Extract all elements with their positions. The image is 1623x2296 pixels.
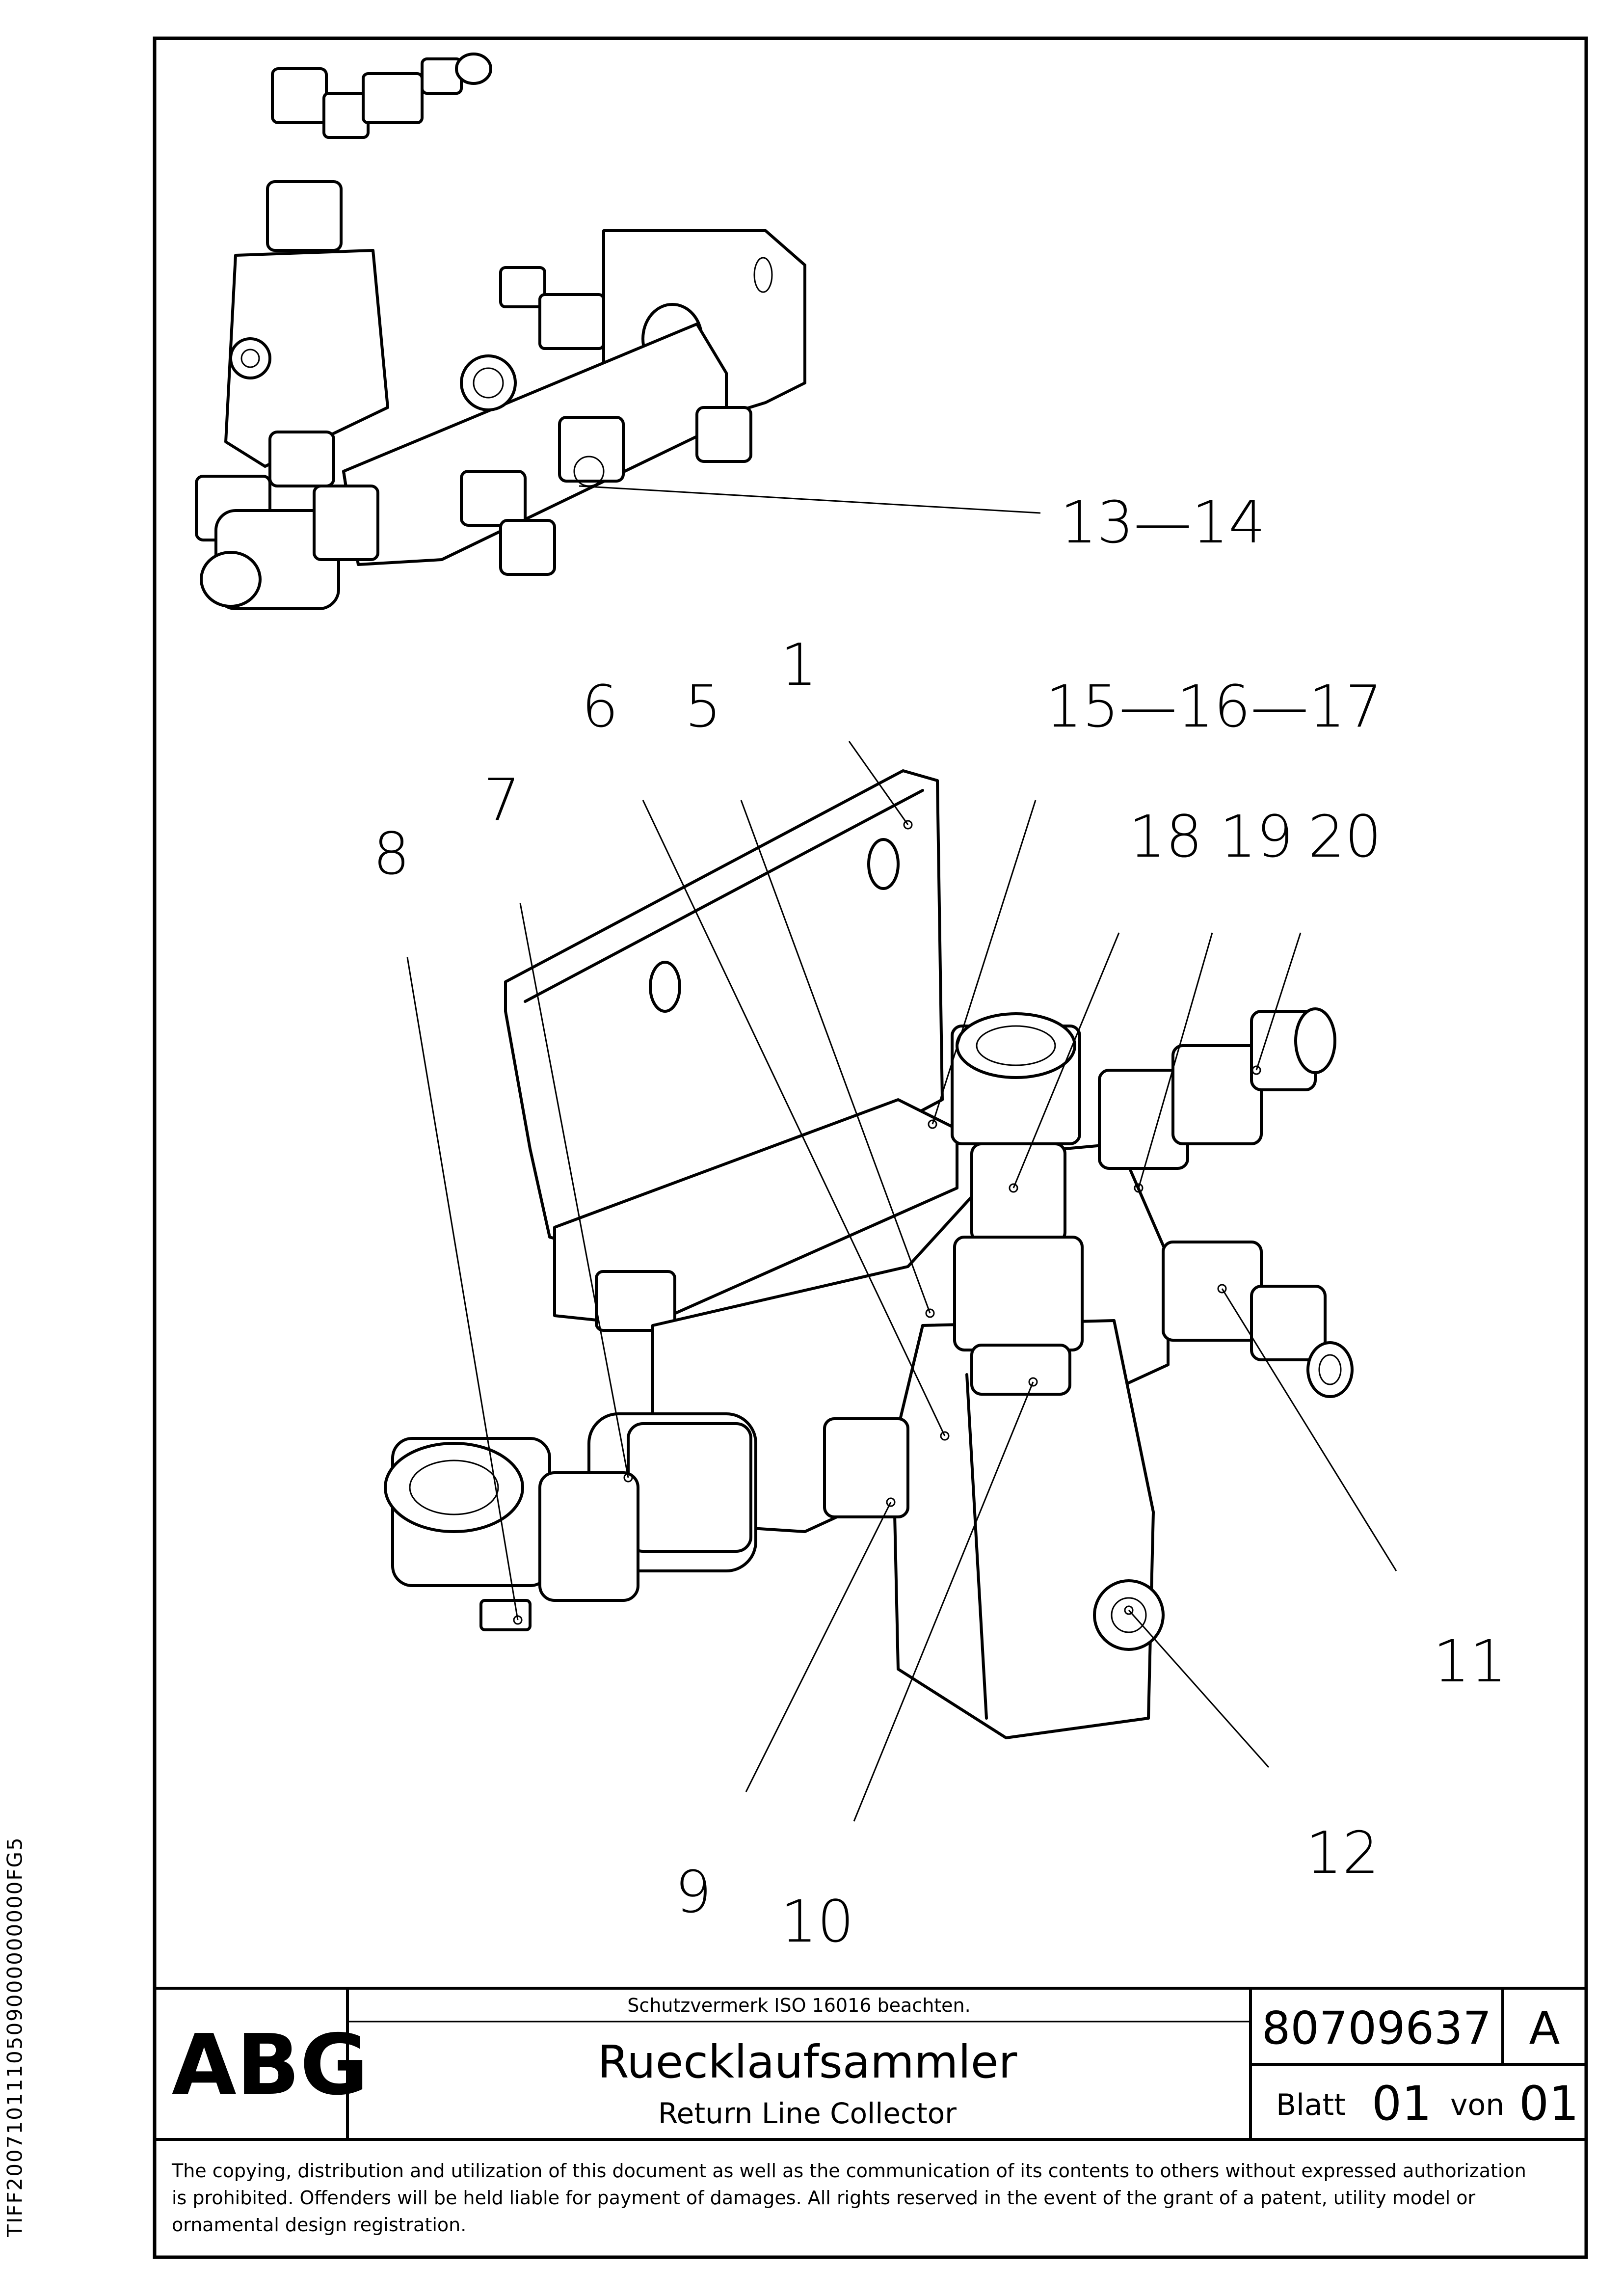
callout-19: 19 xyxy=(1220,803,1293,870)
callout-12: 12 xyxy=(1305,1819,1379,1887)
callout-9: 9 xyxy=(675,1858,712,1926)
copyright-line-2: is prohibited. Offenders will be held li… xyxy=(172,2187,1476,2209)
callout-20: 20 xyxy=(1308,803,1382,870)
abg-logo: ABG xyxy=(172,2017,369,2114)
protection-notice: Schutzvermerk ISO 16016 beachten. xyxy=(627,1995,970,2016)
detail-view-assembly xyxy=(195,53,806,610)
title-german: Ruecklaufsammler xyxy=(598,2036,1017,2088)
sheet-number: 01 xyxy=(1372,2076,1432,2131)
title-block: ABG Schutzvermerk ISO 16016 beachten. Ru… xyxy=(153,1987,1588,2141)
callout-10: 10 xyxy=(780,1888,854,1955)
callout-8: 8 xyxy=(373,820,410,888)
callout-7: 7 xyxy=(483,766,520,834)
sheet-total: 01 xyxy=(1519,2076,1579,2131)
of-label: von xyxy=(1450,2088,1504,2122)
copyright-notice: The copying, distribution and utilizatio… xyxy=(171,2160,1526,2236)
drawing-border xyxy=(153,36,1588,2259)
callout-11: 11 xyxy=(1433,1627,1507,1695)
callout-labels: 13—14 6 5 1 15—16—17 7 8 18 19 20 11 12 … xyxy=(373,488,1507,1955)
leader-13-14 xyxy=(579,485,1041,514)
part-number: 80709637 xyxy=(1262,2002,1491,2054)
side-file-code: TIFF2007101110509000000000FG5 xyxy=(0,1777,29,2296)
callout-13-14: 13—14 xyxy=(1060,488,1265,556)
main-view-assembly xyxy=(384,769,1354,1739)
callout-18: 18 xyxy=(1129,803,1202,870)
callout-1: 1 xyxy=(780,631,817,699)
callout-5: 5 xyxy=(685,673,721,740)
revision: A xyxy=(1529,2002,1560,2054)
leader-lines xyxy=(406,741,1397,1822)
sheet-label: Blatt xyxy=(1276,2088,1346,2122)
side-file-code-text: TIFF2007101110509000000000FG5 xyxy=(2,1836,27,2237)
copyright-line-3: ornamental design registration. xyxy=(172,2214,466,2236)
callout-15-16-17: 15—16—17 xyxy=(1045,673,1382,740)
copyright-line-1: The copying, distribution and utilizatio… xyxy=(171,2160,1526,2182)
callout-6: 6 xyxy=(582,673,618,740)
title-english: Return Line Collector xyxy=(658,2097,957,2130)
